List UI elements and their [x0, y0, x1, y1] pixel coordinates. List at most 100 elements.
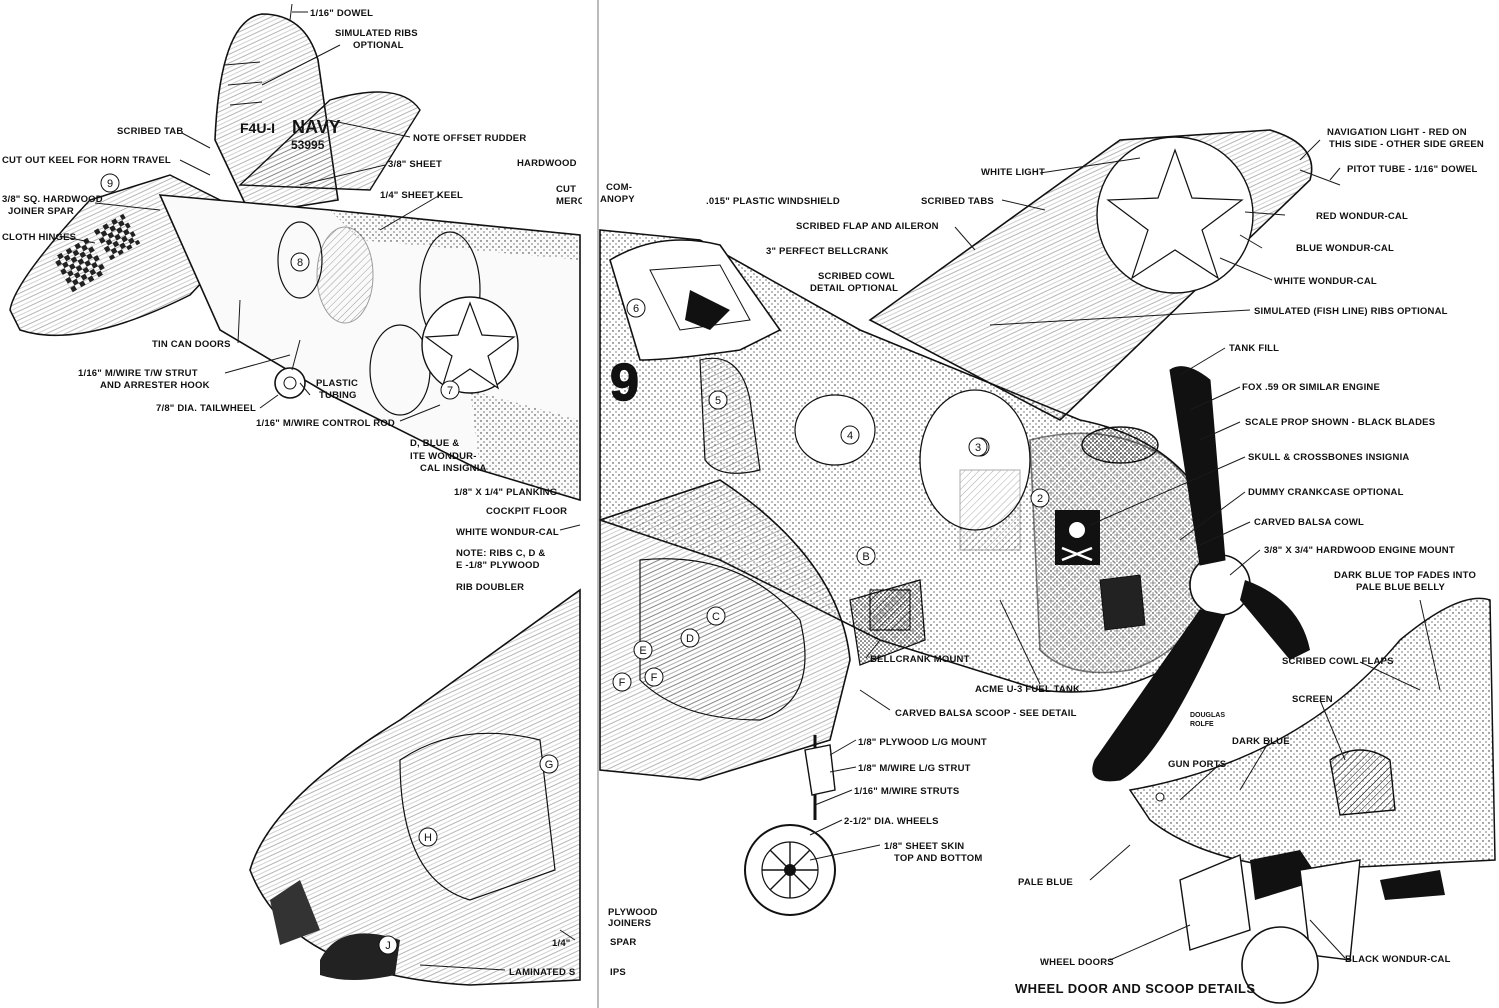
- landing-gear: [744, 735, 836, 916]
- wheel-door-left: [1179, 854, 1251, 951]
- part-mark-circle: [708, 390, 728, 410]
- label-black-wondur: BLACK WONDUR-CAL: [1345, 954, 1451, 965]
- wheel-door-right: [1299, 859, 1361, 961]
- prop-blade-bottom: [1092, 609, 1226, 782]
- label-white-wondur-right: WHITE WONDUR-CAL: [1274, 276, 1377, 287]
- part-mark-label: 3: [975, 442, 981, 454]
- stabilizer-right: [238, 91, 421, 191]
- part-mark-circle: [290, 252, 310, 272]
- label-spar: SPAR: [610, 937, 637, 948]
- label-rib-doubler: RIB DOUBLER: [456, 582, 524, 593]
- label-note-ribs-1: NOTE: RIBS C, D &: [456, 548, 545, 559]
- label-dark-blue-2: PALE BLUE BELLY: [1356, 582, 1446, 593]
- label-dark-blue-1: DARK BLUE TOP FADES INTO: [1334, 570, 1476, 581]
- label-scribed-flap: SCRIBED FLAP AND AILERON: [796, 221, 939, 232]
- prop-blade-top: [1169, 366, 1226, 566]
- label-note-offset: NOTE OFFSET RUDDER: [413, 133, 526, 144]
- label-white-wondur-left: WHITE WONDUR-CAL: [456, 527, 559, 538]
- label-skin-2: TOP AND BOTTOM: [894, 853, 982, 864]
- label-scribed-tab: SCRIBED TAB: [117, 126, 183, 137]
- label-note-ribs-2: E -1/8" PLYWOOD: [456, 560, 540, 571]
- part-marks: 123456789BCDEFFGHJ: [100, 173, 1050, 955]
- label-pitot: PITOT TUBE - 1/16" DOWEL: [1347, 164, 1478, 175]
- label-plastic-1: PLASTIC: [316, 378, 358, 389]
- model-marking: F4U-I: [240, 120, 275, 136]
- label-white-light: WHITE LIGHT: [981, 167, 1045, 178]
- label-fuel-tank: ACME U-3 FUEL TANK: [975, 684, 1080, 695]
- label-hardwood: HARDWOOD: [517, 158, 577, 169]
- label-sim-ribs-1: SIMULATED RIBS: [335, 28, 418, 39]
- signature-line-1: DOUGLAS: [1190, 712, 1225, 719]
- label-tips: IPS: [610, 967, 626, 978]
- part-mark-circle: [840, 425, 860, 445]
- label-fish-line: SIMULATED (FISH LINE) RIBS OPTIONAL: [1254, 306, 1448, 317]
- label-tin-can: TIN CAN DOORS: [152, 339, 231, 350]
- label-insignia-2: ITE WONDUR-: [410, 451, 477, 462]
- label-plywood-joiners-2: JOINERS: [608, 918, 651, 929]
- part-mark-label: H: [424, 832, 432, 844]
- fuselage-number: 9: [610, 354, 639, 412]
- cloth-hinge-pattern: [52, 237, 108, 293]
- label-wheel-doors: WHEEL DOORS: [1040, 957, 1114, 968]
- fuselage-forward: 9: [599, 229, 1310, 782]
- label-engine-mount: 3/8" X 3/4" HARDWOOD ENGINE MOUNT: [1264, 545, 1455, 556]
- wing-right-top: [868, 129, 1341, 421]
- label-quarter-sheet: 1/4": [552, 938, 571, 949]
- label-screen: SCREEN: [1292, 694, 1333, 705]
- label-bellcrank: 3" PERFECT BELLCRANK: [766, 246, 889, 257]
- part-mark-circle: [626, 298, 646, 318]
- part-mark-label: 2: [1037, 493, 1043, 505]
- label-joiner-1: 3/8" SQ. HARDWOOD: [2, 194, 103, 205]
- label-carved-cowl: CARVED BALSA COWL: [1254, 517, 1364, 528]
- part-mark-label: C: [712, 611, 720, 623]
- part-mark-label: F: [619, 677, 626, 689]
- label-insignia-3: CAL INSIGNIA: [420, 463, 487, 474]
- label-laminated: LAMINATED S: [509, 967, 575, 978]
- part-mark-circle: [644, 667, 664, 687]
- label-tailwheel: 7/8" DIA. TAILWHEEL: [156, 403, 256, 414]
- part-mark-circle: [378, 935, 398, 955]
- label-plywood-joiners-1: PLYWOOD: [608, 907, 658, 918]
- part-mark-label: D: [686, 633, 694, 645]
- label-dark-blue: DARK BLUE: [1232, 736, 1290, 747]
- wing-center-section: [599, 479, 926, 781]
- part-mark-circle: [612, 672, 632, 692]
- label-cowl-2: DETAIL OPTIONAL: [810, 283, 898, 294]
- page-gutter: [582, 0, 598, 1008]
- part-mark-circle: [100, 173, 120, 193]
- part-mark-label: 9: [107, 178, 113, 190]
- label-scribed-tabs: SCRIBED TABS: [921, 196, 994, 207]
- prop-blade-right: [1240, 580, 1310, 660]
- label-blue-wondur: BLUE WONDUR-CAL: [1296, 243, 1394, 254]
- part-mark-label: G: [545, 759, 554, 771]
- wheel-door-scoop-detail: [1128, 597, 1496, 1004]
- callout-labels: 1/16" DOWEL SIMULATED RIBS OPTIONAL SCRI…: [2, 8, 1484, 996]
- part-mark-circle: [680, 628, 700, 648]
- label-joiner-2: JOINER SPAR: [8, 206, 74, 217]
- part-mark-label: F: [651, 672, 658, 684]
- part-mark-circle: [633, 640, 653, 660]
- part-mark-circle: [856, 546, 876, 566]
- label-scale-prop: SCALE PROP SHOWN - BLACK BLADES: [1245, 417, 1435, 428]
- part-mark-label: 6: [633, 303, 639, 315]
- label-tw-strut-1: 1/16" M/WIRE T/W STRUT: [78, 368, 198, 379]
- label-cut-keel: CUT OUT KEEL FOR HORN TRAVEL: [2, 155, 171, 166]
- label-control-rod: 1/16" M/WIRE CONTROL ROD: [256, 418, 395, 429]
- label-plastic-2: TUBING: [319, 390, 357, 401]
- label-fox: FOX .59 OR SIMILAR ENGINE: [1242, 382, 1380, 393]
- label-planking: 1/8" X 1/4" PLANKING: [454, 487, 557, 498]
- label-sheet-keel: 1/4" SHEET KEEL: [380, 190, 463, 201]
- part-mark-label: 5: [715, 395, 721, 407]
- label-dummy: DUMMY CRANKCASE OPTIONAL: [1248, 487, 1404, 498]
- detail-title: WHEEL DOOR AND SCOOP DETAILS: [1015, 981, 1255, 996]
- label-skin-1: 1/8" SHEET SKIN: [884, 841, 964, 852]
- signature-line-2: ROLFE: [1190, 721, 1214, 728]
- label-canopy-2: ANOPY: [600, 194, 635, 205]
- part-mark-label: J: [385, 940, 391, 952]
- part-mark-circle: [1030, 488, 1050, 508]
- label-dowel-tail: 1/16" DOWEL: [310, 8, 373, 19]
- label-tank-fill: TANK FILL: [1229, 343, 1279, 354]
- label-cloth-hinges: CLOTH HINGES: [2, 232, 76, 243]
- label-cockpit-floor: COCKPIT FLOOR: [486, 506, 567, 517]
